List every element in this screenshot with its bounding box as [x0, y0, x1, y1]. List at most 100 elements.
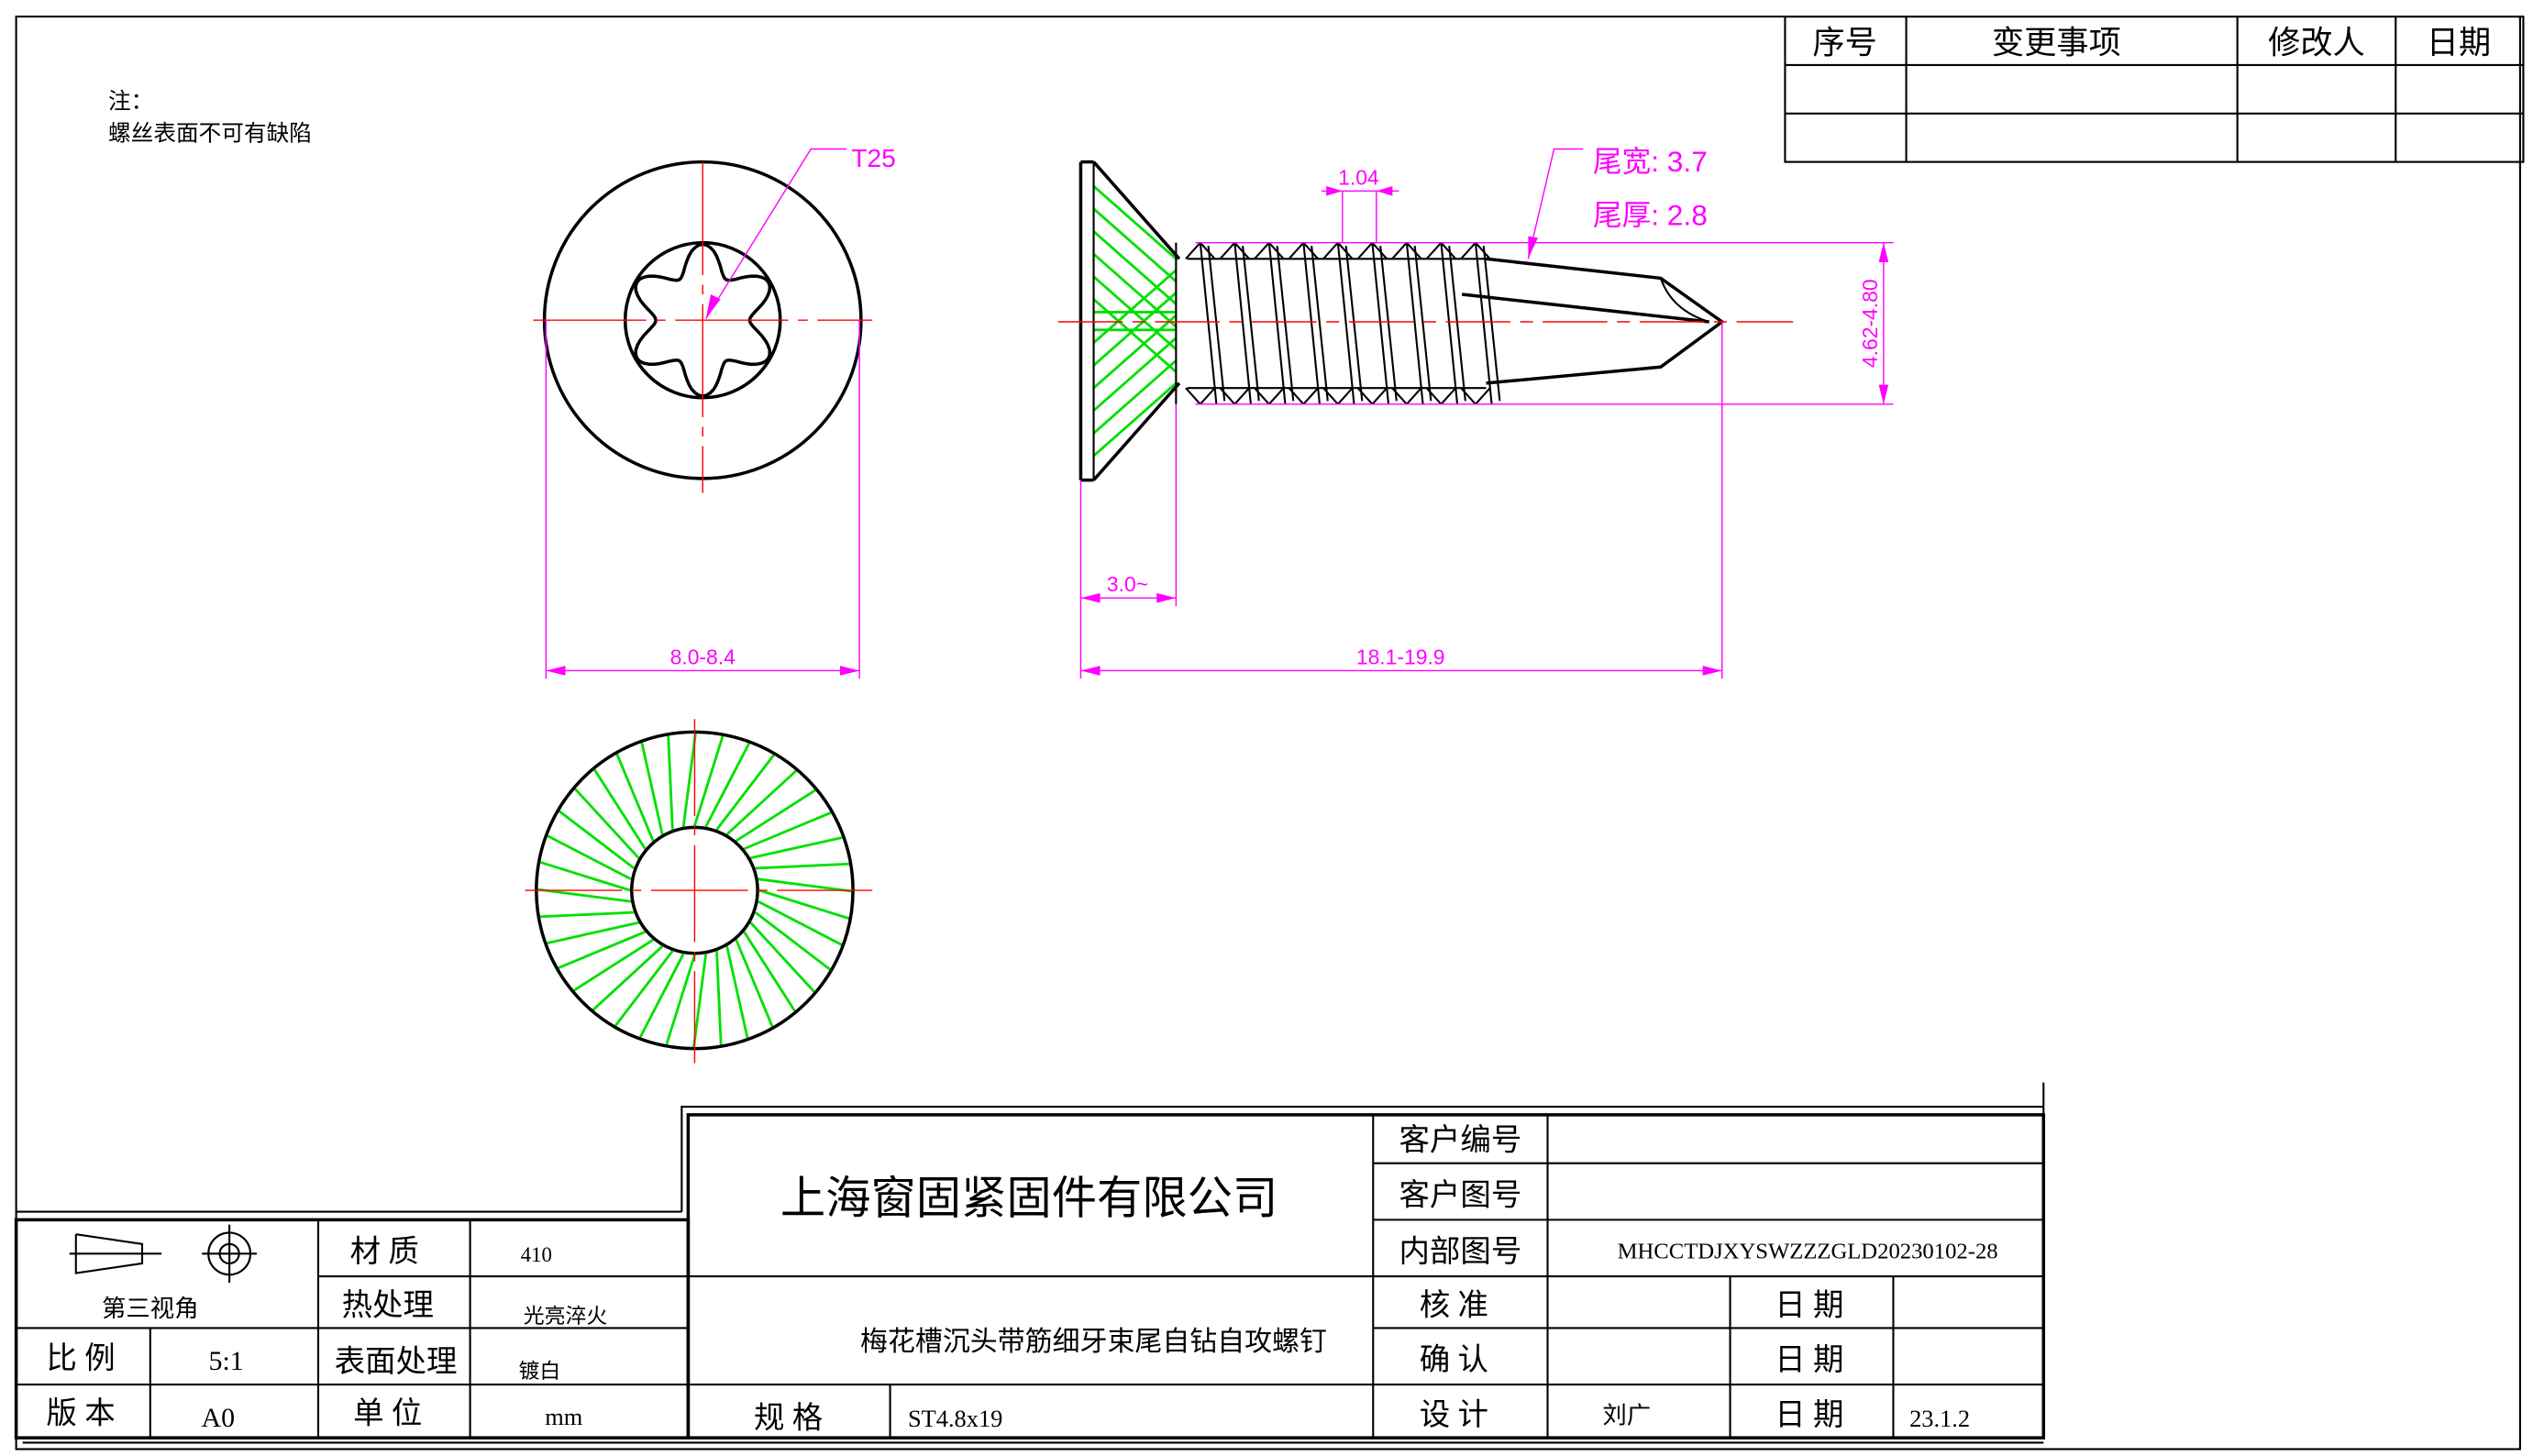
- rib-line: [735, 789, 816, 843]
- rib-line: [573, 938, 654, 992]
- surface-treatment-label: 表面处理: [335, 1345, 458, 1379]
- head-top-view: 8.0-8.4 T25: [533, 143, 896, 679]
- rib-line: [614, 950, 674, 1027]
- thread-flank: [1199, 242, 1218, 404]
- rib-line: [743, 931, 796, 1012]
- tail-thickness-note: 尾厚: 2.8: [1593, 198, 1708, 231]
- screw-side-view: 3.0~ 18.1-19.9 4.62-4.80 1.04 尾宽: 3.7 尾厚…: [1057, 145, 1894, 679]
- rib-line: [615, 754, 655, 842]
- thread-flank: [1233, 242, 1252, 404]
- rib-line: [725, 945, 749, 1039]
- unit-value: mm: [545, 1403, 583, 1430]
- head-underside-view: [525, 719, 873, 1064]
- hatch-line: [1092, 252, 1178, 328]
- thread-crest: [1337, 387, 1354, 405]
- heat-treatment-label: 热处理: [342, 1288, 434, 1322]
- hatch-line: [1092, 314, 1178, 390]
- drive-size-label: T25: [851, 143, 896, 172]
- notes-title: 注：: [108, 88, 153, 114]
- product-name: 梅花槽沉头带筋细牙束尾自钻自攻螺钉: [860, 1327, 1327, 1357]
- rib-line: [692, 954, 708, 1048]
- designer-name: 刘广: [1602, 1401, 1651, 1428]
- rib-line: [539, 861, 631, 892]
- thread-crest: [1185, 387, 1201, 405]
- head-diameter-dimension: 8.0-8.4: [670, 645, 736, 668]
- design-date-value: 23.1.2: [1909, 1405, 1970, 1432]
- rib-line: [537, 888, 632, 903]
- rib-line: [715, 754, 775, 831]
- rib-line: [735, 939, 774, 1028]
- hatch-line: [1092, 381, 1178, 458]
- rib-line: [693, 735, 725, 826]
- thread-flank: [1440, 242, 1459, 404]
- thread-flank: [1474, 242, 1493, 404]
- hatch-line: [1092, 207, 1178, 283]
- internal-drawing-label: 内部图号: [1399, 1235, 1521, 1269]
- thread-crest: [1302, 241, 1319, 259]
- thread-flank: [1448, 246, 1466, 402]
- internal-drawing-value: MHCCTDJXYSWZZZGLD20230102-28: [1618, 1240, 1998, 1264]
- thread-flank: [1344, 246, 1364, 402]
- rib-line: [593, 768, 647, 850]
- rib-line: [750, 836, 843, 860]
- thread-crest: [1268, 241, 1285, 259]
- hatch-line: [1092, 230, 1178, 305]
- thread-crest: [1219, 241, 1236, 259]
- thread-flank: [1371, 242, 1390, 404]
- thread-crest: [1322, 387, 1339, 405]
- revision-header-no: 序号: [1812, 26, 1876, 61]
- thread-crest: [1406, 241, 1422, 259]
- thread-flank: [1207, 246, 1226, 402]
- rib-line: [758, 877, 852, 893]
- notes-line: 螺丝表面不可有缺陷: [108, 121, 312, 147]
- hatch-line: [1092, 336, 1178, 412]
- thread-crest: [1288, 387, 1305, 405]
- thread-crest: [1268, 387, 1285, 405]
- scale-value: 5:1: [208, 1346, 243, 1376]
- thread-crest: [1425, 387, 1443, 405]
- rib-line: [559, 810, 636, 870]
- company-name: 上海窗固紧固件有限公司: [780, 1173, 1278, 1223]
- revision-header-date: 日期: [2427, 26, 2491, 61]
- thread-flank: [1302, 242, 1322, 404]
- thread-crest: [1199, 241, 1216, 259]
- thread-crest: [1199, 387, 1216, 405]
- rib-line: [743, 811, 832, 851]
- thread-crest: [1440, 387, 1457, 405]
- design-date-label: 日 期: [1775, 1398, 1843, 1432]
- thread-crest: [1391, 387, 1408, 405]
- thread-crest: [1391, 241, 1408, 259]
- head-height-dimension: 3.0~: [1107, 572, 1148, 596]
- thread-crest: [1406, 387, 1422, 405]
- rib-line: [592, 945, 664, 1011]
- thread-crest: [1440, 241, 1457, 259]
- rib-line: [640, 742, 664, 835]
- thread-crest: [1254, 387, 1270, 405]
- hatch-line: [1092, 184, 1178, 260]
- version-label: 版 本: [46, 1396, 115, 1430]
- rib-line: [754, 911, 831, 971]
- rib-line: [758, 900, 843, 946]
- thread-crest: [1460, 387, 1477, 405]
- approve-date-label: 日 期: [1775, 1288, 1843, 1322]
- unit-label: 单 位: [353, 1396, 422, 1430]
- scale-label: 比 例: [46, 1341, 115, 1375]
- revision-header-change: 变更事项: [1992, 26, 2121, 61]
- material-value: 410: [521, 1243, 552, 1266]
- rib-line: [755, 862, 849, 870]
- thread-diameter-dimension: 4.62-4.80: [1858, 279, 1882, 368]
- design-label: 设 计: [1420, 1398, 1488, 1432]
- thread-crest: [1219, 387, 1236, 405]
- third-angle-projection-icon: [69, 1224, 258, 1284]
- version-value: A0: [202, 1403, 236, 1433]
- approve-label: 核 准: [1420, 1288, 1488, 1322]
- rib-line: [558, 931, 647, 969]
- thread-crest: [1371, 241, 1388, 259]
- length-dimension: 18.1-19.9: [1356, 645, 1445, 668]
- projection-label: 第三视角: [102, 1295, 199, 1322]
- surface-treatment-value: 镀白: [518, 1360, 560, 1383]
- hatch-line: [1092, 359, 1178, 435]
- rib-line: [547, 921, 639, 944]
- thread-crest: [1475, 241, 1491, 259]
- material-label: 材 质: [350, 1235, 419, 1269]
